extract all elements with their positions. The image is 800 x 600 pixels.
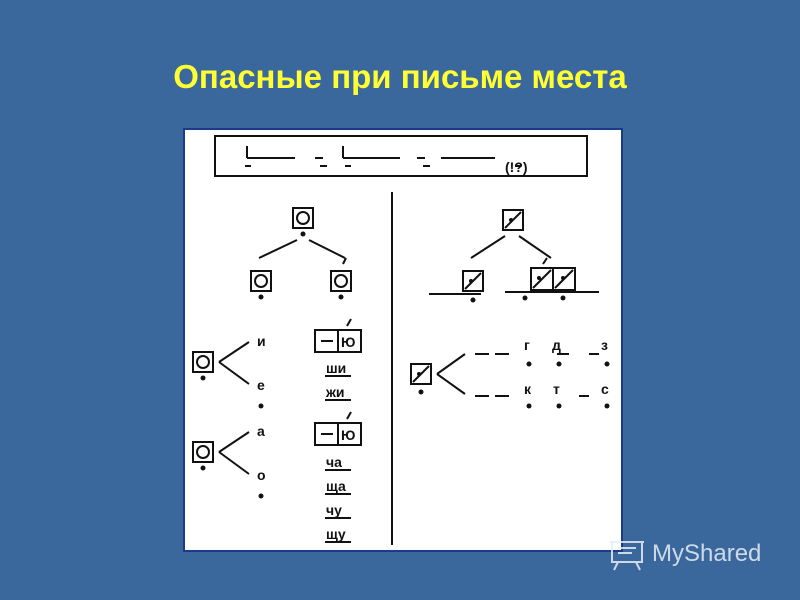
- box-glyph-2: Ю: [341, 427, 355, 443]
- right-tree-top: [429, 209, 599, 295]
- letter-s: с: [601, 381, 609, 397]
- box-glyph-1: Ю: [341, 334, 355, 350]
- example-shcha: ща: [326, 478, 346, 494]
- watermark-text: MyShared: [652, 540, 762, 567]
- left-branch-hard: [192, 431, 250, 475]
- example-shi: ши: [326, 360, 346, 376]
- example-cha: ча: [326, 454, 342, 470]
- example-underlines: [325, 375, 351, 543]
- vowel-i: и: [257, 333, 266, 349]
- header-scheme-box: [214, 135, 588, 177]
- letter-d: д: [552, 337, 561, 353]
- example-zhi: жи: [325, 384, 345, 400]
- slide-title: Опасные при письме места: [173, 58, 627, 95]
- example-chu: чу: [326, 502, 342, 518]
- scheme-panel: (!?) и е а о Ю Ю ши жи ча ща чу щу г д з…: [183, 128, 623, 552]
- left-tree-top: [250, 207, 352, 292]
- example-box-1: [314, 318, 362, 353]
- vowel-o: о: [257, 467, 266, 483]
- right-branch-voicing: [410, 353, 599, 397]
- dots: [200, 218, 610, 499]
- example-box-2: [314, 411, 362, 446]
- header-scheme-lines: [245, 146, 521, 167]
- example-shchu: щу: [326, 526, 346, 542]
- vowel-e: е: [257, 377, 265, 393]
- letter-k: к: [524, 381, 532, 397]
- presentation-board-icon: [610, 541, 644, 571]
- left-branch-soft: [192, 341, 250, 385]
- vowel-a: а: [257, 423, 265, 439]
- header-scheme-mark: (!?): [505, 159, 528, 175]
- watermark: MyShared: [608, 536, 788, 572]
- letter-z: з: [601, 337, 608, 353]
- letter-t: т: [553, 381, 560, 397]
- letter-g: г: [524, 337, 530, 353]
- scheme-diagram: (!?) и е а о Ю Ю ши жи ча ща чу щу г д з…: [192, 135, 610, 545]
